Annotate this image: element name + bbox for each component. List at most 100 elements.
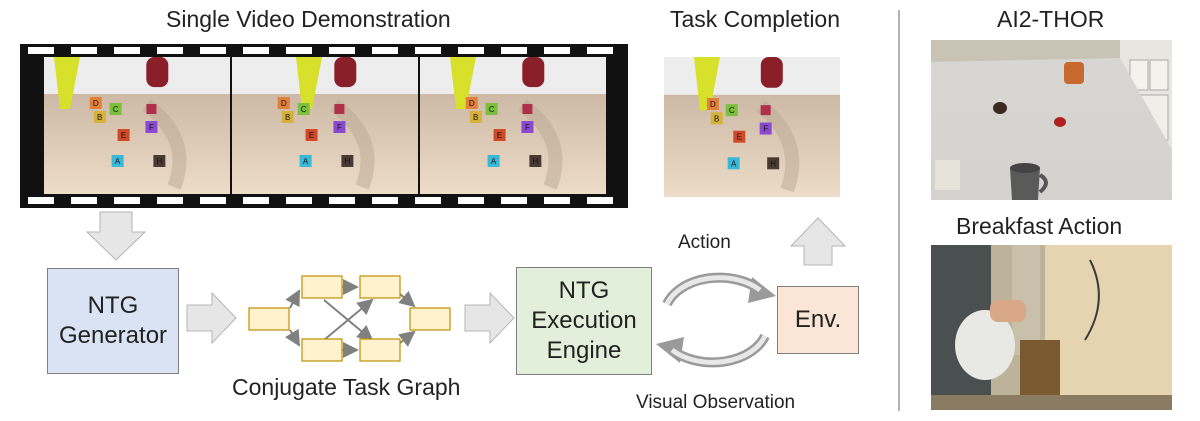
block-letter: H <box>156 157 162 166</box>
block-letter: F <box>337 123 342 132</box>
ai2thor-image <box>931 40 1172 200</box>
film-hole <box>329 47 355 54</box>
film-hole <box>200 47 226 54</box>
conjugate-task-graph-label: Conjugate Task Graph <box>232 374 461 400</box>
film-hole <box>157 47 183 54</box>
env-box: Env. <box>777 286 859 354</box>
block-letter: C <box>113 105 119 114</box>
completion-frame: D C B E F A H <box>664 57 840 197</box>
film-hole <box>286 197 312 204</box>
block-cube <box>529 155 542 167</box>
block-letter: E <box>737 133 742 142</box>
ntg-execution-line3: Engine <box>546 337 622 364</box>
block-letter: D <box>93 99 99 108</box>
block-cube <box>469 111 482 123</box>
block-cube <box>725 104 738 117</box>
film-hole <box>243 47 269 54</box>
film-hole <box>157 197 183 204</box>
block-letter: E <box>309 131 314 140</box>
film-hole <box>501 47 527 54</box>
graph-node <box>248 307 290 331</box>
down-arrow <box>85 211 147 261</box>
block-cube <box>521 121 534 133</box>
block-letter: A <box>491 157 497 166</box>
film-hole <box>286 47 312 54</box>
block-cube <box>767 157 780 170</box>
ntg-execution-line2: Execution <box>531 307 637 334</box>
ntg-execution-line1: NTG <box>558 277 610 304</box>
film-hole <box>114 47 140 54</box>
film-hole <box>372 197 398 204</box>
block-letter: H <box>532 157 538 166</box>
film-hole <box>114 197 140 204</box>
right-arrow-1 <box>186 291 237 345</box>
block-letter: A <box>731 159 737 168</box>
film-hole <box>458 47 484 54</box>
action-observation-cycle <box>656 272 776 368</box>
block-cube <box>733 130 746 143</box>
block-cube <box>109 103 122 115</box>
block-letter: F <box>149 123 154 132</box>
breakfast-image <box>931 245 1172 410</box>
block-cube <box>299 155 312 167</box>
block-letter: B <box>714 114 719 123</box>
block-letter: E <box>497 131 502 140</box>
breakfast-title: Breakfast Action <box>956 213 1123 239</box>
block-letter: C <box>301 105 307 114</box>
completion-title: Task Completion <box>670 6 841 32</box>
ntg-generator-line1: NTG <box>87 292 139 319</box>
block-letter: D <box>710 100 716 109</box>
block-cube <box>493 129 506 141</box>
film-hole <box>200 197 226 204</box>
graph-node <box>359 275 401 299</box>
block-letter: D <box>281 99 287 108</box>
block-cube <box>153 155 166 167</box>
block-letter: A <box>115 157 121 166</box>
demo-title: Single Video Demonstration <box>166 6 451 32</box>
block-cube <box>706 98 719 111</box>
block-letter: F <box>763 125 768 134</box>
film-frame: D C B E F A H <box>44 57 230 194</box>
graph-node <box>301 275 343 299</box>
film-hole <box>415 47 441 54</box>
block-cube <box>465 97 478 109</box>
film-hole <box>544 47 570 54</box>
right-arrow-2 <box>464 291 515 345</box>
block-cube <box>710 112 723 125</box>
block-cube <box>305 129 318 141</box>
block-letter: B <box>285 113 290 122</box>
block-cube <box>93 111 106 123</box>
ntg-generator-line2: Generator <box>58 322 168 349</box>
film-hole <box>372 47 398 54</box>
ntg-execution-engine-box: NTG Execution Engine <box>516 267 652 375</box>
film-hole <box>587 197 613 204</box>
block-letter: E <box>121 131 126 140</box>
block-letter: H <box>770 159 776 168</box>
ntg-generator-box: NTG Generator <box>47 268 179 374</box>
film-hole <box>415 197 441 204</box>
ai2thor-title: AI2-THOR <box>997 6 1105 32</box>
film-hole <box>458 197 484 204</box>
block-letter: B <box>97 113 102 122</box>
block-letter: C <box>729 106 735 115</box>
block-cube <box>297 103 310 115</box>
graph-node <box>359 338 401 362</box>
env-label: Env. <box>794 306 842 333</box>
block-letter: F <box>525 123 530 132</box>
block-cube <box>485 103 498 115</box>
film-hole <box>71 47 97 54</box>
action-label: Action <box>678 232 731 253</box>
block-letter: A <box>303 157 309 166</box>
block-cube <box>341 155 354 167</box>
block-cube <box>117 129 130 141</box>
block-cube <box>281 111 294 123</box>
block-letter: B <box>473 113 478 122</box>
film-hole <box>329 197 355 204</box>
up-arrow <box>789 217 847 266</box>
graph-node <box>409 307 451 331</box>
film-hole <box>243 197 269 204</box>
visual-observation-label: Visual Observation <box>636 392 796 413</box>
film-hole <box>28 197 54 204</box>
